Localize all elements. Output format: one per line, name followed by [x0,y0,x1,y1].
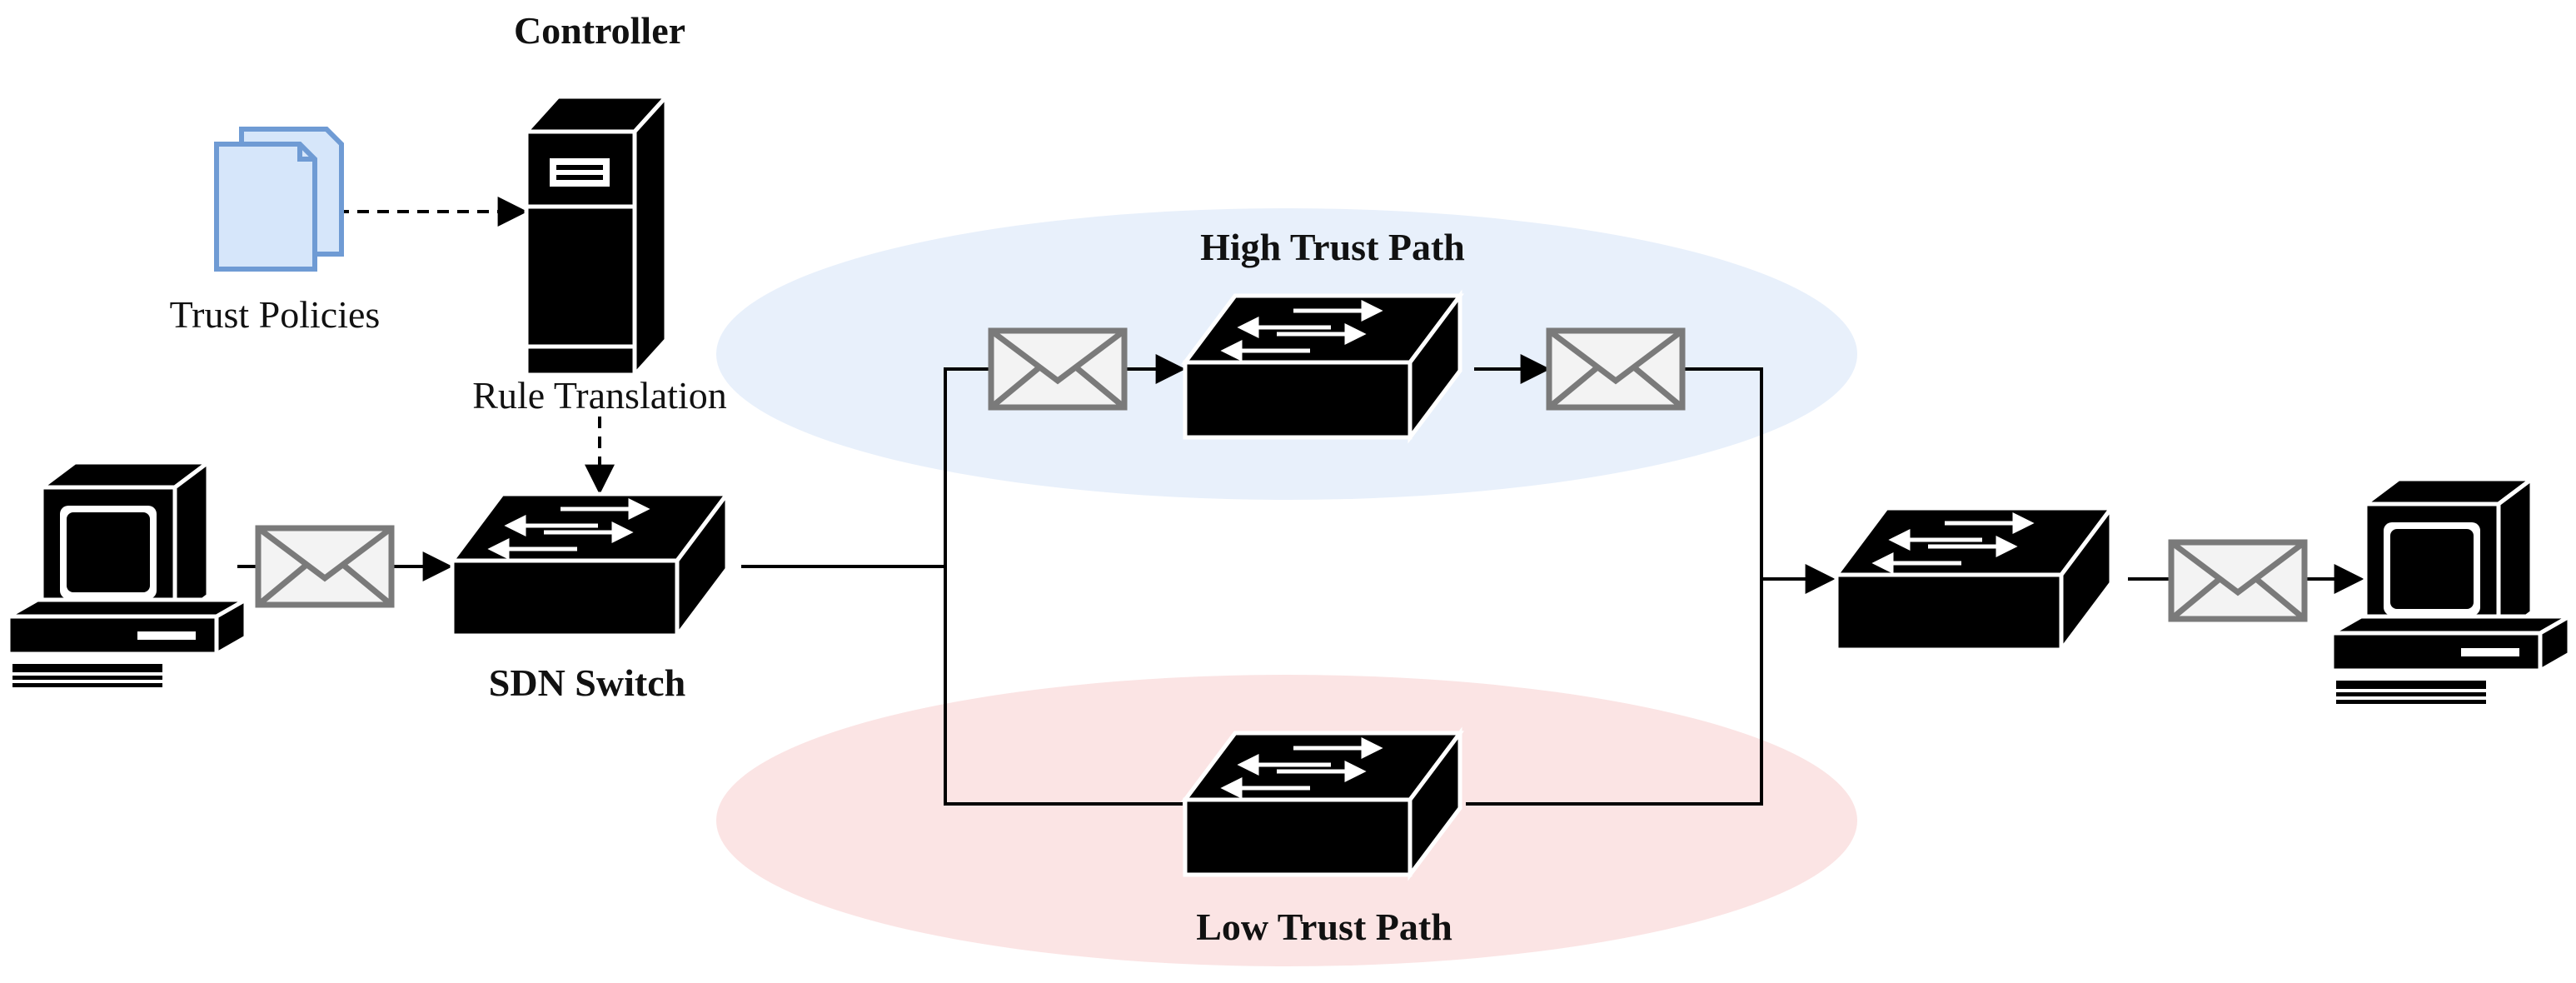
high-trust-switch [1185,296,1460,437]
low-trust-exit-line [1466,579,1763,806]
network-switch-icon [1836,508,2111,650]
rule-translation-label: Rule Translation [472,374,726,417]
high-trust-exit-line [1684,367,1763,579]
high-trust-path-label: High Trust Path [1200,226,1465,268]
desktop-computer-icon [8,462,246,687]
document-stack-icon [214,127,344,272]
network-switch-icon [1185,296,1460,437]
envelope-icon [991,331,1124,407]
sdn-switch-label: SDN Switch [489,661,685,704]
envelope-icon [1549,331,1682,407]
links [237,197,2364,806]
network-switch-icon [452,494,727,636]
envelope-icon [2171,542,2304,619]
low-trust-path-label: Low Trust Path [1196,906,1452,948]
sdn-switch [452,494,727,636]
envelope-icon [258,528,391,605]
network-switch-icon [1185,733,1460,875]
low-trust-switch [1185,733,1460,875]
low-trust-path-line [944,566,1183,806]
trust-policies-label: Trust Policies [170,293,381,336]
server-tower-icon [521,91,671,381]
destination-switch [1836,508,2111,650]
destination-host [2332,479,2569,704]
controller-label: Controller [514,9,685,52]
desktop-computer-icon [2332,479,2569,704]
source-host [8,462,246,687]
high-trust-path-line [944,367,989,566]
